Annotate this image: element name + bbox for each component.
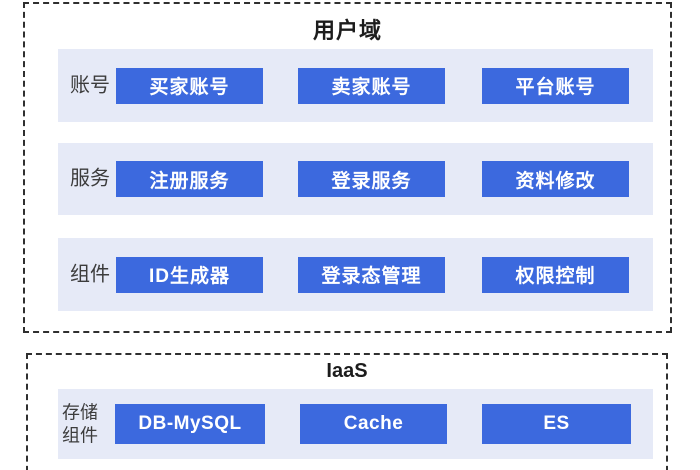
node-profile-edit: 资料修改 — [482, 161, 629, 197]
node-id-generator: ID生成器 — [116, 256, 263, 293]
node-permission-control: 权限控制 — [482, 256, 629, 293]
node-seller-account: 卖家账号 — [298, 67, 445, 104]
service-row-label: 服务 — [70, 167, 110, 190]
node-es: ES — [482, 404, 631, 444]
user-domain-box: 用户域 账号 买家账号 卖家账号 平台账号 服务 注册服务 登录服务 资料修改 … — [23, 2, 672, 333]
iaas-title: IaaS — [326, 360, 368, 382]
service-row: 服务 注册服务 登录服务 资料修改 — [58, 143, 653, 215]
user-domain-title: 用户域 — [312, 18, 382, 43]
component-row: 组件 ID生成器 登录态管理 权限控制 — [58, 238, 653, 311]
iaas-box: IaaS 存储 组件 DB-MySQL Cache ES — [26, 353, 668, 470]
storage-component-row-label: 存储 组件 — [62, 402, 98, 446]
component-row-label: 组件 — [70, 263, 110, 285]
node-register-service: 注册服务 — [116, 161, 263, 197]
account-row-label: 账号 — [70, 74, 110, 96]
node-cache: Cache — [300, 404, 447, 444]
node-platform-account: 平台账号 — [482, 67, 629, 104]
node-buyer-account: 买家账号 — [116, 67, 263, 104]
storage-component-row: 存储 组件 DB-MySQL Cache ES — [58, 389, 653, 459]
node-login-service: 登录服务 — [298, 161, 445, 197]
node-login-state-mgmt: 登录态管理 — [298, 256, 445, 293]
account-row: 账号 买家账号 卖家账号 平台账号 — [58, 49, 653, 122]
node-db-mysql: DB-MySQL — [115, 404, 265, 444]
